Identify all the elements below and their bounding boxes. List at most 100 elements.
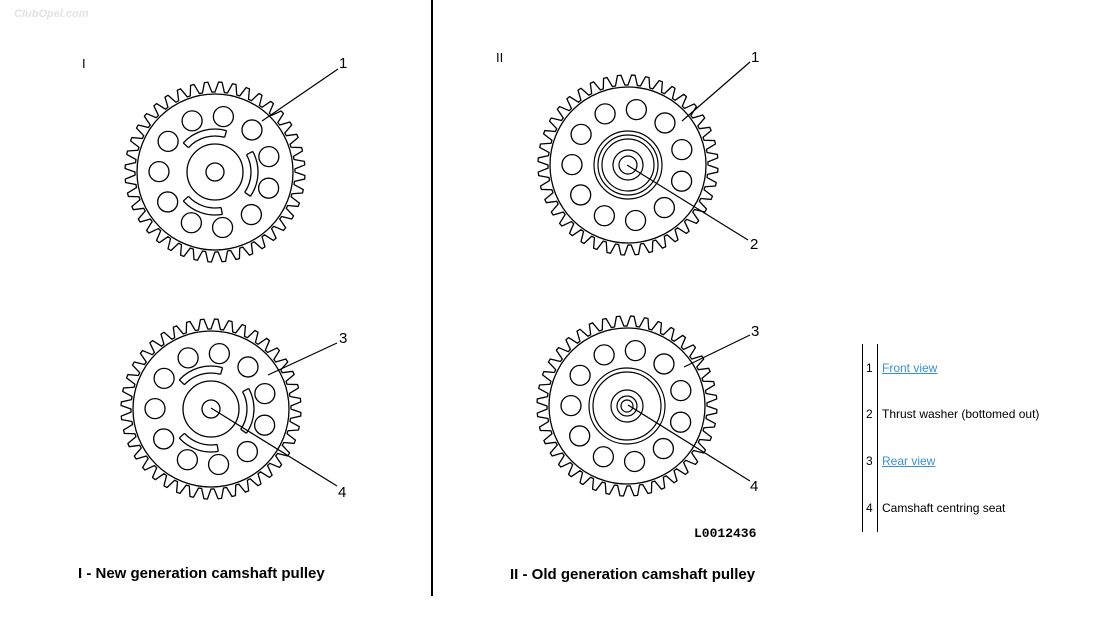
rear-view-link[interactable]: Rear view [882, 454, 936, 468]
lightening-hole [560, 394, 582, 417]
callout-3-left: 3 [339, 330, 347, 347]
lightening-hole [257, 177, 280, 199]
leader-line-1-right [681, 61, 751, 122]
lightening-hole [561, 153, 583, 176]
lightening-hole [180, 212, 203, 234]
legend-num: 3 [866, 454, 873, 468]
lightening-hole [669, 411, 692, 433]
washer-ring [616, 395, 638, 417]
legend-num: 4 [866, 501, 873, 515]
lightening-hole [212, 105, 235, 128]
locking-segment [244, 154, 252, 193]
panel-label-left: I [82, 56, 86, 71]
pulley-old-rear [536, 315, 718, 497]
segment-edge [216, 444, 219, 452]
figure-code: L0012436 [694, 526, 757, 541]
washer-ring [618, 155, 638, 175]
lightening-hole [177, 347, 199, 369]
lightening-hole [653, 353, 675, 375]
lightening-hole [240, 203, 263, 226]
washer-ring [620, 399, 634, 413]
caption-left: I - New generation camshaft pulley [78, 565, 325, 582]
lightening-hole [144, 397, 166, 420]
washer-ring [592, 371, 662, 441]
leader-line-2-right [626, 164, 749, 241]
lightening-hole [157, 191, 179, 213]
washer-ring [593, 130, 663, 200]
washer-ring [597, 134, 659, 196]
legend-text: Thrust washer (bottomed out) [882, 407, 1040, 421]
panel-label-right: II [496, 50, 504, 65]
segment-edge [220, 207, 223, 215]
watermark-logo: ClubOpel.com [14, 8, 89, 20]
segment-edge [178, 379, 185, 386]
lightening-hole [570, 184, 592, 206]
lightening-hole [208, 342, 231, 365]
lightening-hole [671, 138, 693, 161]
callout-3-right: 3 [751, 323, 759, 340]
gear-rim [136, 93, 294, 251]
segment-edge [182, 195, 189, 202]
segment-edge [242, 387, 250, 393]
lightening-hole [592, 446, 615, 468]
segment-edge [224, 130, 228, 138]
lightening-hole [148, 160, 170, 183]
lightening-hole [593, 344, 615, 366]
washer-ring [588, 367, 666, 445]
locking-segment [182, 128, 227, 144]
lightening-hole [654, 112, 676, 134]
callout-2-right: 2 [750, 236, 758, 253]
lightening-hole [569, 425, 591, 447]
washer-ring [612, 149, 644, 181]
leader-line-1-left [261, 68, 339, 122]
locking-segment [187, 195, 222, 209]
lightening-hole [237, 356, 259, 378]
lightening-hole [176, 449, 199, 471]
legend-table: 1 Front view 2 Thrust washer (bottomed o… [862, 344, 1102, 532]
lightening-hole [254, 382, 276, 405]
lightening-hole [593, 205, 616, 227]
lightening-hole [181, 110, 203, 132]
front-view-link[interactable]: Front view [882, 361, 938, 375]
lightening-hole [594, 103, 616, 125]
locking-segment [245, 388, 255, 434]
callout-1-right: 1 [751, 49, 759, 66]
lightening-hole [241, 119, 263, 141]
washer-ring [601, 138, 655, 192]
lightening-hole [625, 98, 648, 121]
lightening-hole [624, 209, 647, 232]
center-bore [201, 399, 221, 419]
lightening-hole [258, 145, 280, 168]
legend-border-left [862, 344, 863, 532]
segment-edge [244, 191, 251, 197]
segment-edge [240, 428, 247, 434]
leader-line-4-right [627, 404, 751, 482]
callout-4-right: 4 [750, 478, 758, 495]
locking-segment [183, 432, 218, 446]
locking-segment [249, 151, 259, 197]
lightening-hole [211, 216, 234, 239]
locking-segment [178, 365, 223, 381]
lightening-hole [623, 450, 646, 473]
gear-rim [549, 86, 707, 244]
locking-segment [187, 135, 225, 149]
lightening-hole [670, 379, 692, 402]
lightening-hole [570, 123, 592, 146]
legend-num: 2 [866, 407, 873, 421]
lightening-hole [153, 367, 175, 390]
locking-segment [178, 437, 219, 453]
lightening-hole [207, 453, 230, 476]
segment-edge [220, 367, 224, 375]
callout-1-left: 1 [339, 55, 347, 72]
segment-edge [246, 150, 254, 156]
legend-num: 1 [866, 361, 873, 375]
lightening-hole [157, 130, 179, 153]
lightening-hole [253, 414, 276, 436]
washer-ring [610, 389, 644, 423]
pulley-new-front [124, 81, 306, 263]
legend-text: Camshaft centring seat [882, 501, 1006, 515]
callout-4-left: 4 [338, 484, 346, 501]
lightening-hole [236, 440, 259, 463]
locking-segment [240, 391, 248, 430]
